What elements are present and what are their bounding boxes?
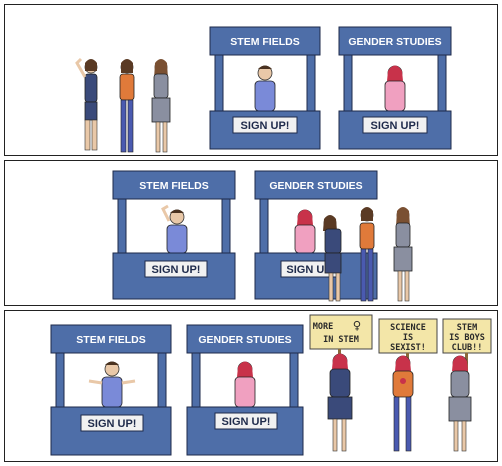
sign-up-label: SIGN UP! bbox=[241, 120, 290, 132]
sign-up-label-partial: SIGN UP bbox=[286, 264, 331, 276]
placard-text: CLUB!! bbox=[452, 343, 483, 353]
sign-up-label: SIGN UP! bbox=[222, 416, 271, 428]
booth-title-stem: STEM FIELDS bbox=[139, 180, 208, 192]
woman-blue-dress-signing bbox=[323, 215, 342, 302]
protester-more-in-stem: MORE ♀ IN STEM bbox=[309, 314, 373, 452]
placard-text: IS BOYS bbox=[449, 333, 485, 343]
sign-up-label: SIGN UP! bbox=[88, 418, 137, 430]
woman-orange-top bbox=[359, 207, 375, 302]
placard-text: MORE bbox=[313, 322, 333, 332]
booth-title-stem: STEM FIELDS bbox=[76, 334, 145, 346]
woman-grey-dress bbox=[151, 59, 171, 153]
woman-grey-dress bbox=[393, 207, 413, 302]
sign-up-label: SIGN UP! bbox=[152, 264, 201, 276]
booth-title-stem: STEM FIELDS bbox=[230, 36, 299, 48]
placard-text: SEXIST! bbox=[390, 343, 426, 353]
woman-thinking bbox=[75, 57, 98, 151]
gender-booth: GENDER STUDIES SIGN UP! bbox=[186, 324, 304, 456]
booth-title-gender: GENDER STUDIES bbox=[269, 180, 362, 192]
stem-booth: STEM FIELDS SIGN UP! bbox=[50, 324, 172, 456]
stem-booth: STEM FIELDS SIGN UP! bbox=[209, 26, 321, 150]
sign-up-label: SIGN UP! bbox=[371, 120, 420, 132]
panel-3: STEM FIELDS SIGN UP! GENDER STUDIES bbox=[4, 310, 498, 462]
panel-2: STEM FIELDS SIGN UP! GENDER STUDIES bbox=[4, 160, 498, 306]
booth-title-gender: GENDER STUDIES bbox=[198, 334, 291, 346]
woman-orange-top bbox=[119, 59, 135, 153]
gender-booth: GENDER STUDIES SIGN UP bbox=[254, 170, 378, 300]
placard-text: IN STEM bbox=[323, 335, 359, 345]
placard-text: STEM bbox=[457, 323, 477, 333]
placard-venus-symbol: ♀ bbox=[353, 318, 361, 334]
booth-title-gender: GENDER STUDIES bbox=[348, 36, 441, 48]
protester-science-is-sexist: SCIENCE IS SEXIST! bbox=[378, 318, 438, 452]
placard-text: IS bbox=[403, 333, 413, 343]
panel-1: STEM FIELDS SIGN UP! GENDER STUDIES bbox=[4, 4, 498, 156]
gender-booth: GENDER STUDIES SIGN UP! bbox=[338, 26, 452, 150]
protester-stem-is-boys-club: STEM IS BOYS CLUB!! bbox=[442, 318, 492, 452]
stem-booth: STEM FIELDS SIGN UP! bbox=[112, 170, 236, 300]
placard-text: SCIENCE bbox=[390, 323, 426, 333]
